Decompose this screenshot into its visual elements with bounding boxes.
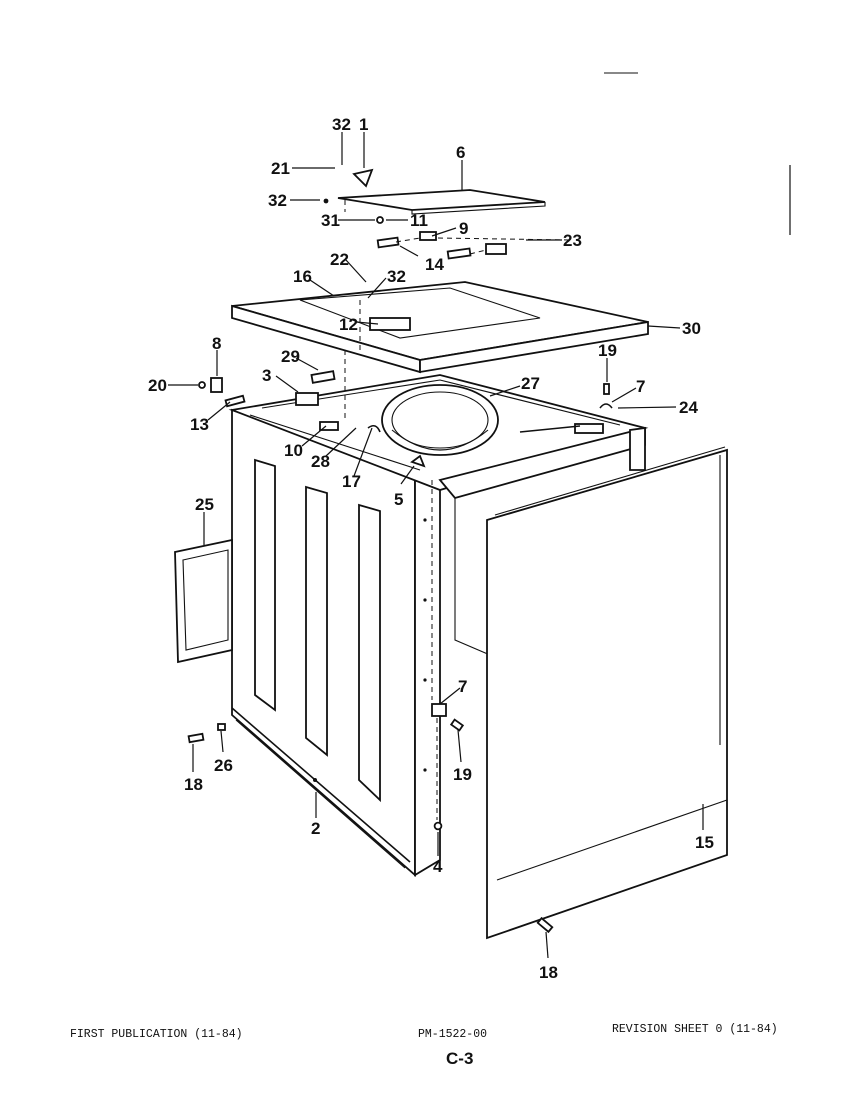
- callout-17: 17: [342, 472, 361, 491]
- callout-1: 1: [359, 115, 368, 134]
- callout-12: 12: [339, 315, 358, 334]
- callout-32a: 32: [332, 115, 351, 134]
- callout-27: 27: [521, 374, 540, 393]
- callout-14: 14: [425, 255, 444, 274]
- hardware: [187, 168, 613, 934]
- cabinet-body: [228, 374, 649, 877]
- callout-7b: 7: [458, 677, 467, 696]
- callout-18b: 18: [539, 963, 558, 982]
- callout-18a: 18: [184, 775, 203, 794]
- footer-part-number: PM-1522-00: [418, 1028, 488, 1041]
- lid: [337, 189, 546, 215]
- callout-25: 25: [195, 495, 214, 514]
- callout-32b: 32: [268, 191, 287, 210]
- callout-23: 23: [563, 231, 582, 250]
- callout-labels: 32 1 6 21 32 31 11 9 23 14 22 16 32 12 3…: [148, 115, 714, 982]
- callout-19b: 19: [453, 765, 472, 784]
- callout-2: 2: [311, 819, 320, 838]
- callout-30: 30: [682, 319, 701, 338]
- callout-13: 13: [190, 415, 209, 434]
- callout-31: 31: [321, 211, 340, 230]
- left-panel-slot: [305, 485, 328, 757]
- callout-11: 11: [410, 211, 428, 230]
- callout-7a: 7: [636, 377, 645, 396]
- callout-21: 21: [271, 159, 290, 178]
- callout-24: 24: [679, 398, 698, 417]
- callout-32c: 32: [387, 267, 406, 286]
- callout-29: 29: [281, 347, 300, 366]
- callout-10: 10: [284, 441, 303, 460]
- callout-8: 8: [212, 334, 221, 353]
- callout-4: 4: [433, 857, 443, 876]
- left-panel-slot: [358, 503, 381, 803]
- callout-20: 20: [148, 376, 167, 395]
- switch-bracket: [319, 421, 339, 431]
- callout-9: 9: [459, 219, 468, 238]
- callout-16: 16: [293, 267, 312, 286]
- page-number: C-3: [446, 1049, 474, 1068]
- callout-15: 15: [695, 833, 714, 852]
- front-panel: [486, 446, 728, 940]
- callout-28: 28: [311, 452, 330, 471]
- footer-publication: FIRST PUBLICATION (11-84): [70, 1028, 243, 1041]
- top-cover: [231, 281, 649, 374]
- callout-19a: 19: [598, 341, 617, 360]
- lid-bumper: [352, 168, 374, 188]
- footer-revision: REVISION SHEET 0 (11-84): [612, 1023, 778, 1036]
- lid-switch-bracket: [574, 423, 604, 434]
- callout-6: 6: [456, 143, 465, 162]
- rear-access-panel: [174, 538, 233, 664]
- hinge-bracket: [295, 392, 319, 406]
- callout-5: 5: [394, 490, 403, 509]
- leader-lines: [168, 132, 704, 959]
- callout-3: 3: [262, 366, 271, 385]
- lid-opening-trim: [369, 317, 411, 331]
- left-panel-slot: [254, 458, 276, 712]
- callout-26: 26: [214, 756, 233, 775]
- callout-22: 22: [330, 250, 349, 269]
